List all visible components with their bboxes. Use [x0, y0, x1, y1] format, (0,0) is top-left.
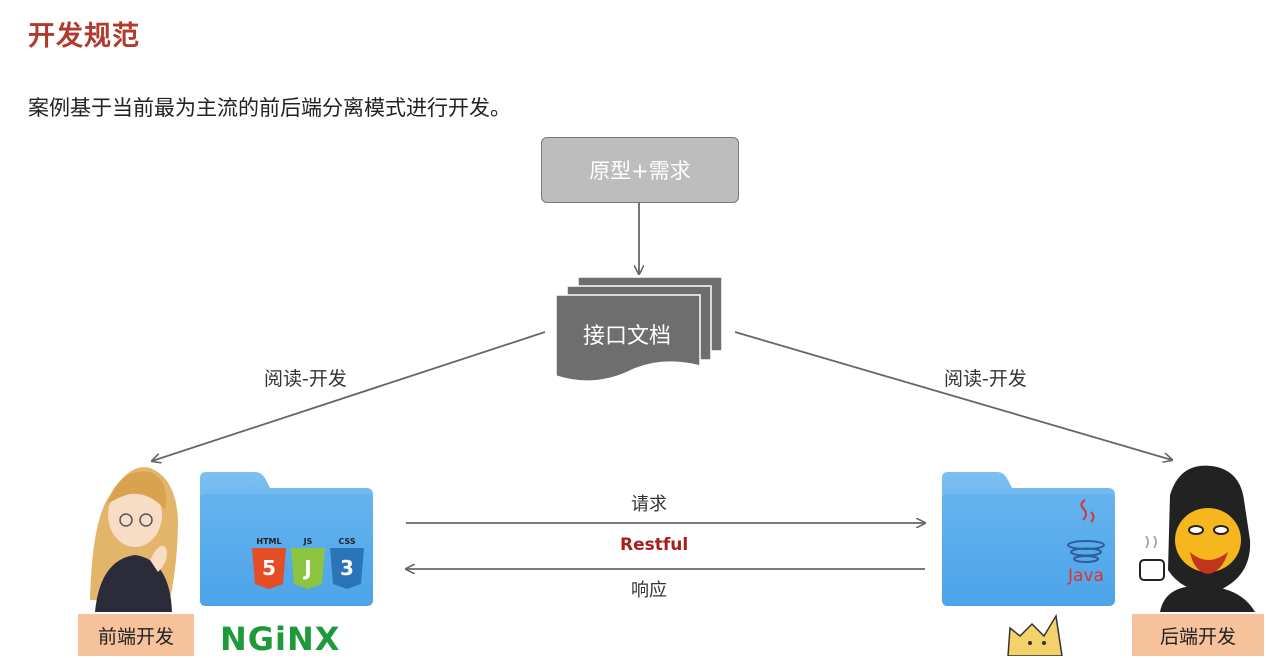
intro-text: 案例基于当前最为主流的前后端分离模式进行开发。: [28, 96, 511, 120]
prototype-requirements-box: 原型+需求: [541, 137, 739, 203]
prototype-label: 原型+需求: [589, 159, 691, 183]
java-text: Java: [1068, 566, 1104, 586]
doc-to-frontend-arrow: [152, 331, 546, 461]
backend-role-label: 后端开发: [1159, 625, 1236, 648]
html-text: HTML: [256, 537, 282, 546]
js-text: JS: [303, 537, 313, 546]
svg-text:J: J: [302, 556, 311, 580]
read-develop-left-label: 阅读-开发: [264, 368, 347, 390]
restful-label: Restful: [620, 535, 689, 555]
read-develop-right-label: 阅读-开发: [944, 368, 1027, 390]
doc-to-backend-arrow: [734, 331, 1172, 460]
page-title: 开发规范: [28, 21, 140, 52]
backend-developer-avatar: [1139, 465, 1255, 612]
svg-text:3: 3: [340, 556, 354, 580]
css3-icon: 3: [330, 548, 364, 589]
frontend-developer-avatar: [90, 467, 178, 612]
svg-text:5: 5: [262, 556, 276, 580]
api-doc-stack: [555, 276, 723, 382]
response-label: 响应: [631, 580, 667, 601]
frontend-role-label: 前端开发: [97, 625, 174, 648]
html5-icon: 5: [252, 548, 286, 589]
frontend-role-box: 前端开发: [78, 614, 194, 656]
nginx-logo-text: NGiNX: [220, 620, 341, 658]
tomcat-icon: [1007, 613, 1063, 656]
api-doc-label: 接口文档: [582, 324, 671, 349]
java-icon: [1067, 499, 1105, 563]
js-icon: J: [291, 548, 325, 589]
frontend-folder-icon: [200, 472, 373, 606]
css-text: CSS: [338, 537, 356, 546]
backend-role-box: 后端开发: [1132, 614, 1264, 656]
request-label: 请求: [631, 494, 667, 515]
backend-folder-icon: [942, 472, 1115, 606]
